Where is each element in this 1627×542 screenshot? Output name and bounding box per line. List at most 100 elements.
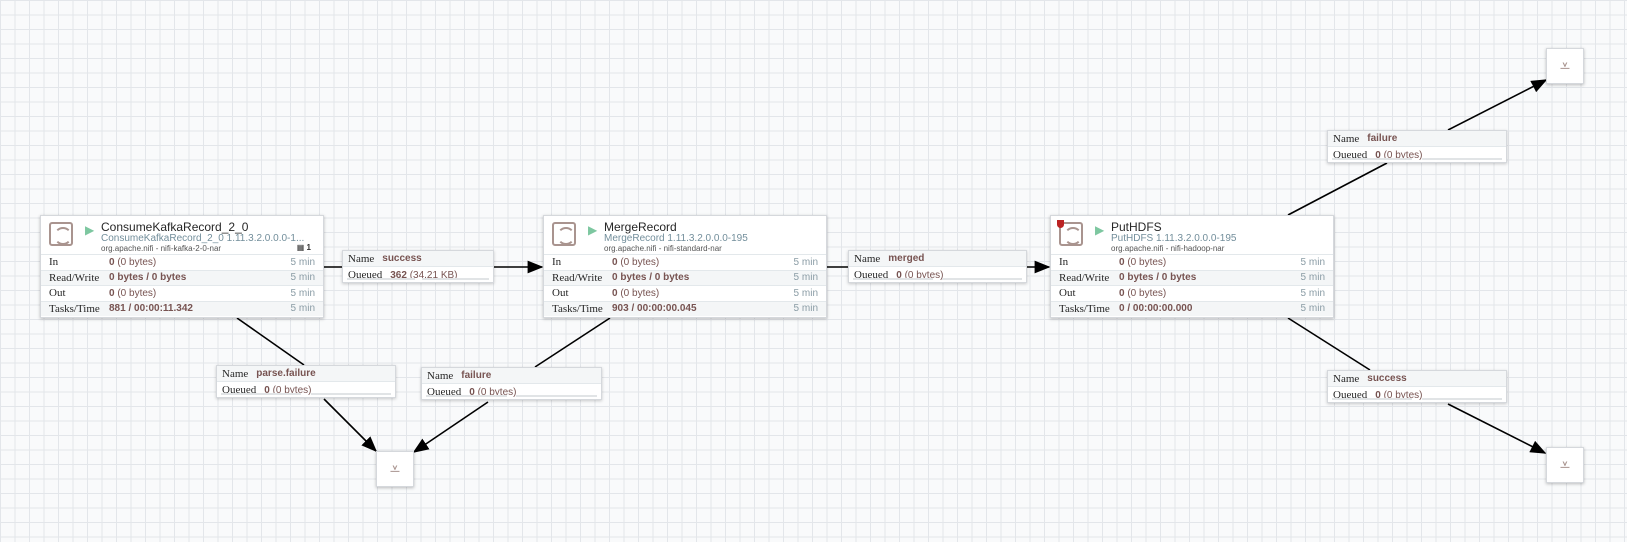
stat-value: 903 / 00:00:00.045 (612, 303, 697, 315)
queue-bar (347, 278, 415, 280)
stat-value: 0 / 00:00:00.000 (1119, 303, 1193, 315)
connection-name-label: Name (222, 367, 249, 380)
processor-icon (1059, 222, 1083, 246)
processor-type: MergeRecord 1.11.3.2.0.0.0-195 (604, 233, 748, 244)
wire (1447, 403, 1547, 454)
stat-row: In 0 (0 bytes) 5 min (544, 254, 826, 270)
stat-row: Out 0 (0 bytes) 5 min (544, 285, 826, 301)
processor-mergerecord[interactable]: ▶ MergeRecord MergeRecord 1.11.3.2.0.0.0… (543, 215, 827, 318)
stat-value: 0 (0 bytes) (109, 287, 157, 299)
processor-puthdfs[interactable]: ▶ PutHDFS PutHDFS 1.11.3.2.0.0.0-195 org… (1050, 215, 1334, 318)
stat-window: 5 min (793, 256, 818, 268)
queued-size: (0 bytes) (272, 384, 312, 396)
funnel-icon[interactable]: ⩡ (376, 451, 414, 487)
stat-window: 5 min (290, 272, 315, 284)
stat-window: 5 min (1300, 272, 1325, 284)
stat-row: Read/Write 0 bytes / 0 bytes 5 min (1051, 269, 1333, 285)
stat-row: Tasks/Time 903 / 00:00:00.045 5 min (544, 300, 826, 316)
wire (236, 317, 305, 366)
processor-name: MergeRecord (604, 220, 677, 234)
connection-name: failure (1367, 133, 1398, 144)
stat-window: 5 min (290, 303, 315, 315)
stat-value: 0 bytes / 0 bytes (1119, 272, 1197, 284)
queue-bar (516, 395, 597, 397)
connection-name: failure (461, 370, 492, 381)
processor-name: PutHDFS (1111, 220, 1162, 234)
queue-bar (1421, 398, 1502, 400)
connection-name-label: Name (348, 252, 375, 265)
queue-bar (1332, 398, 1413, 400)
processor-name: ConsumeKafkaRecord_2_0 (101, 220, 249, 234)
stat-label: Out (552, 287, 569, 300)
stat-label: Read/Write (49, 271, 100, 284)
wire (412, 401, 489, 453)
stat-window: 5 min (793, 287, 818, 299)
stat-row: Tasks/Time 881 / 00:00:11.342 5 min (41, 300, 323, 316)
wire (323, 398, 378, 453)
connection-name: merged (888, 253, 925, 264)
queued-size: (0 bytes) (904, 269, 944, 281)
stat-window: 5 min (1300, 303, 1325, 315)
processor-type: PutHDFS 1.11.3.2.0.0.0-195 (1111, 233, 1237, 244)
queue-bar (310, 393, 391, 395)
connection-name: success (382, 253, 422, 264)
running-icon: ▶ (85, 223, 95, 237)
wire (1287, 317, 1371, 371)
stat-label: Tasks/Time (49, 302, 100, 315)
processor-consumekafkarecord[interactable]: ▶ ConsumeKafkaRecord_2_0 ConsumeKafkaRec… (40, 215, 324, 318)
connection-name-label: Name (1333, 372, 1360, 385)
stat-value: 0 (0 bytes) (1119, 256, 1167, 268)
stat-window: 5 min (793, 303, 818, 315)
queue-bar (426, 395, 507, 397)
stat-value: 0 bytes / 0 bytes (109, 272, 187, 284)
stat-window: 5 min (1300, 256, 1325, 268)
wire (534, 317, 611, 368)
queue-bar (942, 278, 1022, 280)
queued-size: (0 bytes) (1383, 149, 1423, 161)
stat-value: 0 (0 bytes) (612, 256, 660, 268)
funnel-icon[interactable]: ⩡ (1546, 48, 1584, 84)
stat-value: 0 (0 bytes) (1119, 287, 1167, 299)
stat-value: 0 (0 bytes) (109, 256, 157, 268)
queue-bar (853, 278, 933, 280)
queue-bar (221, 393, 302, 395)
stat-value: 881 / 00:00:11.342 (109, 303, 193, 315)
queue-bar (1421, 158, 1502, 160)
connection-name: success (1367, 373, 1407, 384)
queued-count: 0 (1375, 389, 1381, 401)
stat-label: In (49, 256, 59, 269)
queued-size: (34.21 KB) (409, 269, 458, 281)
stat-label: Tasks/Time (552, 302, 603, 315)
processor-icon (49, 222, 73, 246)
connection-name-label: Name (854, 252, 881, 265)
queued-size: (0 bytes) (477, 386, 517, 398)
queue-bar (1332, 158, 1413, 160)
wire (1447, 79, 1548, 131)
processor-icon (552, 222, 576, 246)
stat-row: Tasks/Time 0 / 00:00:00.000 5 min (1051, 300, 1333, 316)
queued-count: 0 (896, 269, 902, 281)
stat-row: Read/Write 0 bytes / 0 bytes 5 min (41, 269, 323, 285)
stat-value: 0 bytes / 0 bytes (612, 272, 690, 284)
processor-type: ConsumeKafkaRecord_2_0 1.11.3.2.0.0.0-1.… (101, 233, 305, 244)
processor-bundle: org.apache.nifi - nifi-hadoop-nar (1111, 244, 1225, 253)
stat-window: 5 min (1300, 287, 1325, 299)
queued-count: 0 (469, 386, 475, 398)
restricted-icon (1057, 220, 1064, 228)
stat-label: Out (49, 287, 66, 300)
queue-bar (421, 278, 489, 280)
queued-size: (0 bytes) (1383, 389, 1423, 401)
concurrent-tasks-badge: ▦ 1 (296, 243, 311, 252)
stat-label: In (1059, 256, 1069, 269)
stat-label: Read/Write (552, 271, 603, 284)
stat-row: In 0 (0 bytes) 5 min (41, 254, 323, 270)
funnel-icon[interactable]: ⩡ (1546, 447, 1584, 483)
stat-window: 5 min (793, 272, 818, 284)
stat-row: In 0 (0 bytes) 5 min (1051, 254, 1333, 270)
